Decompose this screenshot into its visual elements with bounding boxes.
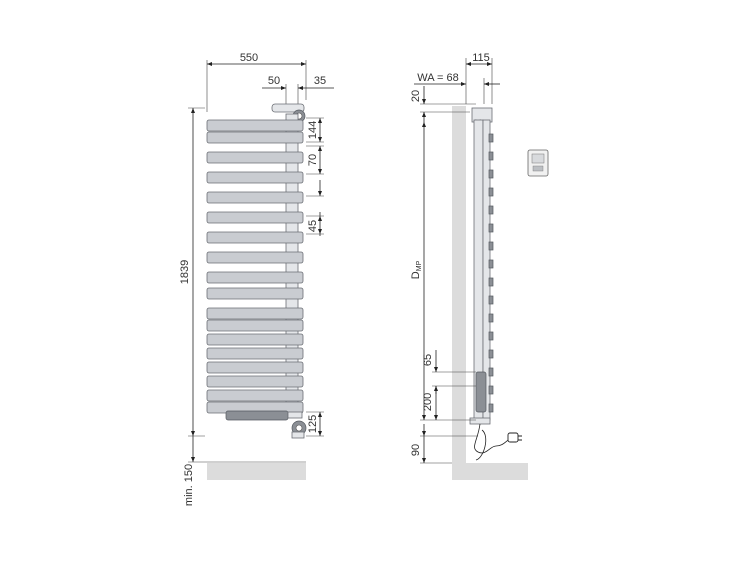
side-fin [488, 151, 494, 161]
towel-bar [206, 211, 304, 224]
dimension-width-total: 550 [206, 52, 307, 112]
power-plug-icon [507, 432, 522, 443]
dimension-bar-spacing: 144 70 45 125 [306, 117, 324, 437]
dimension-label-65: 65 [422, 354, 434, 366]
towel-bar [206, 171, 304, 184]
towel-bar [206, 191, 304, 204]
dimension-lower-spacing: 65 [422, 350, 476, 394]
dimension-label-550: 550 [240, 52, 258, 64]
dimension-label-35: 35 [314, 75, 326, 87]
dimension-label-1839: 1839 [179, 260, 191, 284]
floor-side [452, 463, 528, 480]
radiator-profile: K [469, 107, 494, 425]
dimension-lower-height: 200 [422, 386, 438, 420]
dimension-depth-total: 115 [465, 52, 493, 104]
dimension-wall-distance: WA = 68 [414, 72, 500, 104]
side-fins [488, 133, 494, 413]
side-fin [488, 169, 494, 179]
side-fin [488, 187, 494, 197]
dimension-label-200: 200 [422, 393, 434, 411]
towel-bar [206, 251, 304, 264]
dimension-floor-clearance: min. 150 [183, 436, 306, 506]
dimension-label-90: 90 [410, 444, 422, 456]
dimension-label-45: 45 [307, 220, 319, 232]
dimension-label-dmp: DMP [410, 260, 423, 279]
dimension-label-115: 115 [472, 52, 490, 64]
dimension-floor-distance: 90 [410, 424, 478, 464]
towel-bar [206, 375, 304, 388]
dimension-label-70: 70 [307, 154, 319, 166]
side-fin [488, 349, 494, 359]
dimension-mounting-distance: DMP [410, 122, 476, 421]
dimension-offsets: 50 35 [262, 75, 334, 110]
side-fin [488, 223, 494, 233]
dimension-label-144: 144 [307, 121, 319, 139]
side-fin [488, 331, 494, 341]
dimension-label-20: 20 [410, 90, 422, 102]
side-fin [488, 259, 494, 269]
towel-bar [206, 319, 304, 332]
power-cable [474, 423, 513, 461]
towel-bar [206, 131, 304, 144]
towel-bar [206, 307, 304, 320]
thermostat-icon [527, 149, 549, 177]
towel-bar [206, 151, 304, 164]
towel-bar [206, 347, 304, 360]
side-fin [488, 403, 494, 413]
dimension-label-50: 50 [268, 75, 280, 87]
towel-bar [206, 271, 304, 284]
towel-bar [206, 333, 304, 346]
side-fin [488, 367, 494, 377]
dimension-height-total: 1839 [179, 107, 205, 437]
towel-bar [206, 389, 304, 402]
towel-bars [206, 119, 304, 414]
towel-bar [206, 287, 304, 300]
dimension-top-offset: 20 [410, 86, 476, 122]
towel-bar [206, 231, 304, 244]
side-fin [488, 313, 494, 323]
side-fin [488, 295, 494, 305]
floor-front [207, 463, 306, 480]
heater-element-side [475, 371, 487, 413]
side-fin [488, 277, 494, 287]
bottom-bracket [469, 417, 491, 425]
side-fin [488, 205, 494, 215]
dimension-label-125: 125 [307, 415, 319, 433]
dimension-label-wa-68: WA = 68 [417, 72, 458, 84]
wall [452, 106, 466, 480]
dimension-label-min-150: min. 150 [183, 464, 195, 506]
side-fin [488, 133, 494, 143]
side-fin [488, 385, 494, 395]
bottom-heater [225, 410, 307, 439]
towel-bar [206, 119, 304, 132]
side-fin [488, 241, 494, 251]
front-view: 550 50 35 [179, 52, 334, 506]
towel-bar [206, 361, 304, 374]
side-view: 115 WA = 68 20 K [410, 52, 549, 480]
